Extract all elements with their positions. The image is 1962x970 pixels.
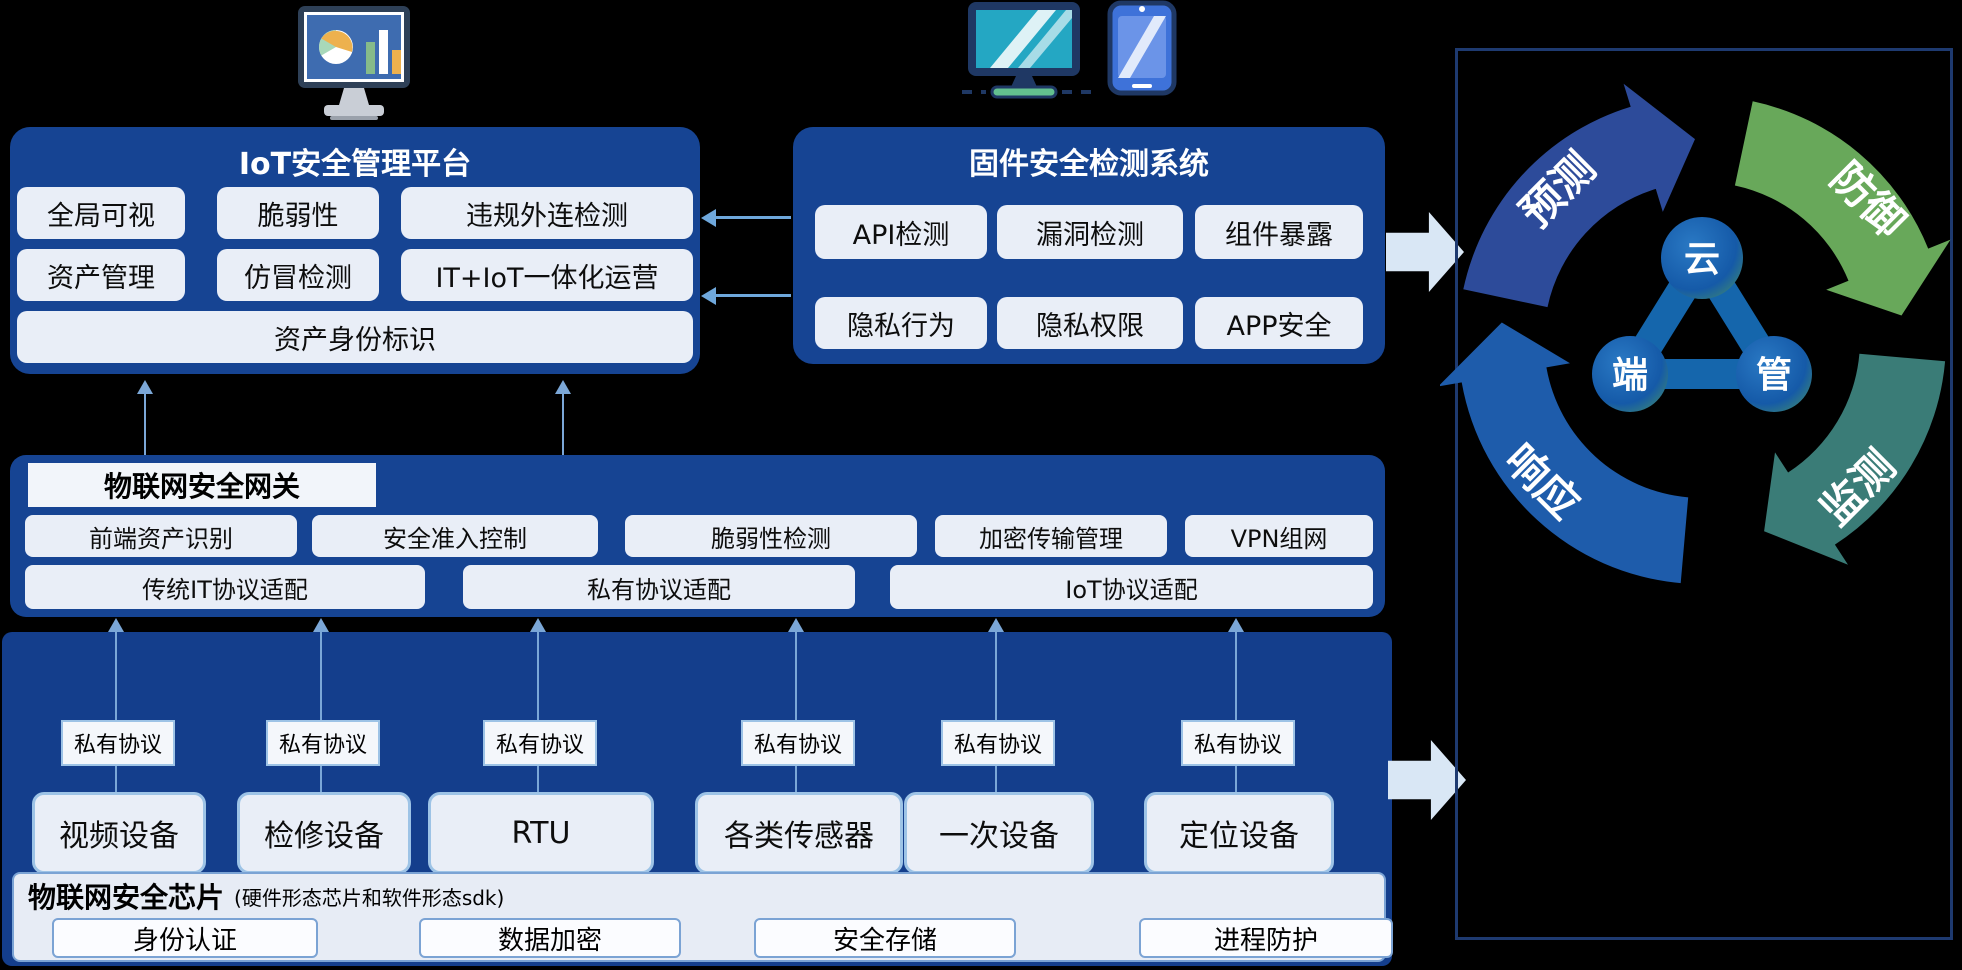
device-sensors: 各类传感器 (695, 792, 903, 874)
chip-item-storage: 安全存储 (754, 918, 1016, 958)
device-rtu: RTU (428, 792, 654, 874)
smartphone-icon (1107, 0, 1177, 96)
device-positioning: 定位设备 (1144, 792, 1334, 874)
node-pipe-label: 管 (1756, 355, 1792, 396)
platform-item-it-iot-ops: IT+IoT一体化运营 (401, 249, 693, 301)
cycle-arrow-1-icon (1734, 101, 1951, 316)
node-edge-label: 端 (1612, 355, 1648, 396)
arrow-device-4 (788, 618, 804, 632)
firmware-item-component-exposure: 组件暴露 (1195, 205, 1363, 259)
cycle-arrow-0-icon (1463, 83, 1695, 308)
arrow-device-5 (988, 618, 1004, 632)
protocol-label-2: 私有协议 (266, 720, 380, 766)
firmware-item-api: API检测 (815, 205, 987, 259)
chip-subtitle: (硬件形态芯片和软件形态sdk) (234, 885, 505, 910)
protocol-label-3: 私有协议 (483, 720, 597, 766)
platform-item-counterfeit-detection: 仿冒检测 (217, 249, 379, 301)
line-device-2 (320, 632, 322, 792)
node-cloud-label: 云 (1684, 239, 1720, 280)
arrow-gateway-to-platform-1 (137, 380, 153, 456)
cycle-arc-arrows (1440, 83, 1951, 584)
security-cycle-box (1455, 48, 1953, 940)
chip-item-identity: 身份认证 (52, 918, 318, 958)
arrow-gateway-to-platform-2 (555, 380, 571, 456)
gateway-item-encrypted-transport: 加密传输管理 (935, 515, 1167, 557)
chip-item-encryption: 数据加密 (419, 918, 681, 958)
monitor-chart-icon (298, 6, 410, 120)
gateway-item-vuln-detect: 脆弱性检测 (625, 515, 917, 557)
gateway-item-it-protocol: 传统IT协议适配 (25, 565, 425, 609)
gateway-item-access-control: 安全准入控制 (312, 515, 598, 557)
node-edge-circle (1592, 336, 1668, 412)
protocol-label-6: 私有协议 (1181, 720, 1295, 766)
gateway-box: 物联网安全网关 前端资产识别 安全准入控制 脆弱性检测 加密传输管理 VPN组网… (10, 455, 1385, 617)
chip-item-process: 进程防护 (1139, 918, 1393, 958)
firmware-item-privacy-permission: 隐私权限 (997, 297, 1183, 349)
node-pipe-circle (1736, 336, 1812, 412)
firmware-item-vuln-detect: 漏洞检测 (997, 205, 1183, 259)
protocol-label-5: 私有协议 (941, 720, 1055, 766)
line-device-5 (995, 632, 997, 792)
line-device-3 (537, 632, 539, 792)
security-cycle-diagram: 预测 防御 监测 响应 云 端 管 (1440, 83, 1951, 584)
arrow-device-3 (530, 618, 546, 632)
chip-title: 物联网安全芯片 (28, 881, 225, 914)
gateway-item-frontend-asset: 前端资产识别 (25, 515, 297, 557)
desktop-computer-icon (962, 2, 1093, 99)
firmware-system-title: 固件安全检测系统 (969, 147, 1209, 182)
line-device-1 (115, 632, 117, 792)
cloud-pipe-edge-link (1615, 243, 1789, 389)
line-device-6 (1235, 632, 1237, 792)
cycle-arrow-3-icon (1440, 322, 1689, 584)
protocol-label-1: 私有协议 (61, 720, 175, 766)
device-video: 视频设备 (32, 792, 206, 874)
arrow-device-2 (313, 618, 329, 632)
protocol-label-4: 私有协议 (741, 720, 855, 766)
device-maintenance: 检修设备 (237, 792, 411, 874)
firmware-system-box: 固件安全检测系统 API检测 漏洞检测 组件暴露 隐私行为 隐私权限 APP安全 (793, 127, 1385, 364)
platform-banner-asset-identity: 资产身份标识 (17, 311, 693, 363)
arrow-device-1 (108, 618, 124, 632)
arrow-device-6 (1228, 618, 1244, 632)
iot-platform-title: IoT安全管理平台 (238, 147, 472, 182)
platform-item-global-visibility: 全局可视 (17, 187, 185, 239)
device-layer-box: 私有协议 视频设备 私有协议 检修设备 私有协议 RTU 私有协议 各类传感器 … (2, 618, 1393, 966)
platform-item-illegal-connection: 违规外连检测 (401, 187, 693, 239)
platform-item-vulnerability: 脆弱性 (217, 187, 379, 239)
arrow-firmware-to-platform-1 (701, 208, 791, 228)
cycle-arrow-2-icon (1764, 353, 1946, 565)
line-device-4 (795, 632, 797, 792)
gateway-item-vpn: VPN组网 (1185, 515, 1373, 557)
iot-platform-box: IoT安全管理平台 全局可视 脆弱性 违规外连检测 资产管理 仿冒检测 IT+I… (10, 127, 700, 374)
chip-title-row: 物联网安全芯片 (硬件形态芯片和软件形态sdk) (28, 878, 504, 914)
platform-item-asset-mgmt: 资产管理 (17, 249, 185, 301)
device-primary: 一次设备 (904, 792, 1094, 874)
security-chip-panel: 物联网安全芯片 (硬件形态芯片和软件形态sdk) 身份认证 数据加密 安全存储 … (12, 872, 1393, 962)
gateway-title: 物联网安全网关 (28, 463, 376, 507)
firmware-item-app-security: APP安全 (1195, 297, 1363, 349)
firmware-item-privacy-behavior: 隐私行为 (815, 297, 987, 349)
gateway-item-private-protocol: 私有协议适配 (463, 565, 855, 609)
arrow-firmware-to-platform-2 (701, 286, 791, 306)
node-cloud-circle (1661, 217, 1743, 299)
gateway-item-iot-protocol: IoT协议适配 (890, 565, 1373, 609)
